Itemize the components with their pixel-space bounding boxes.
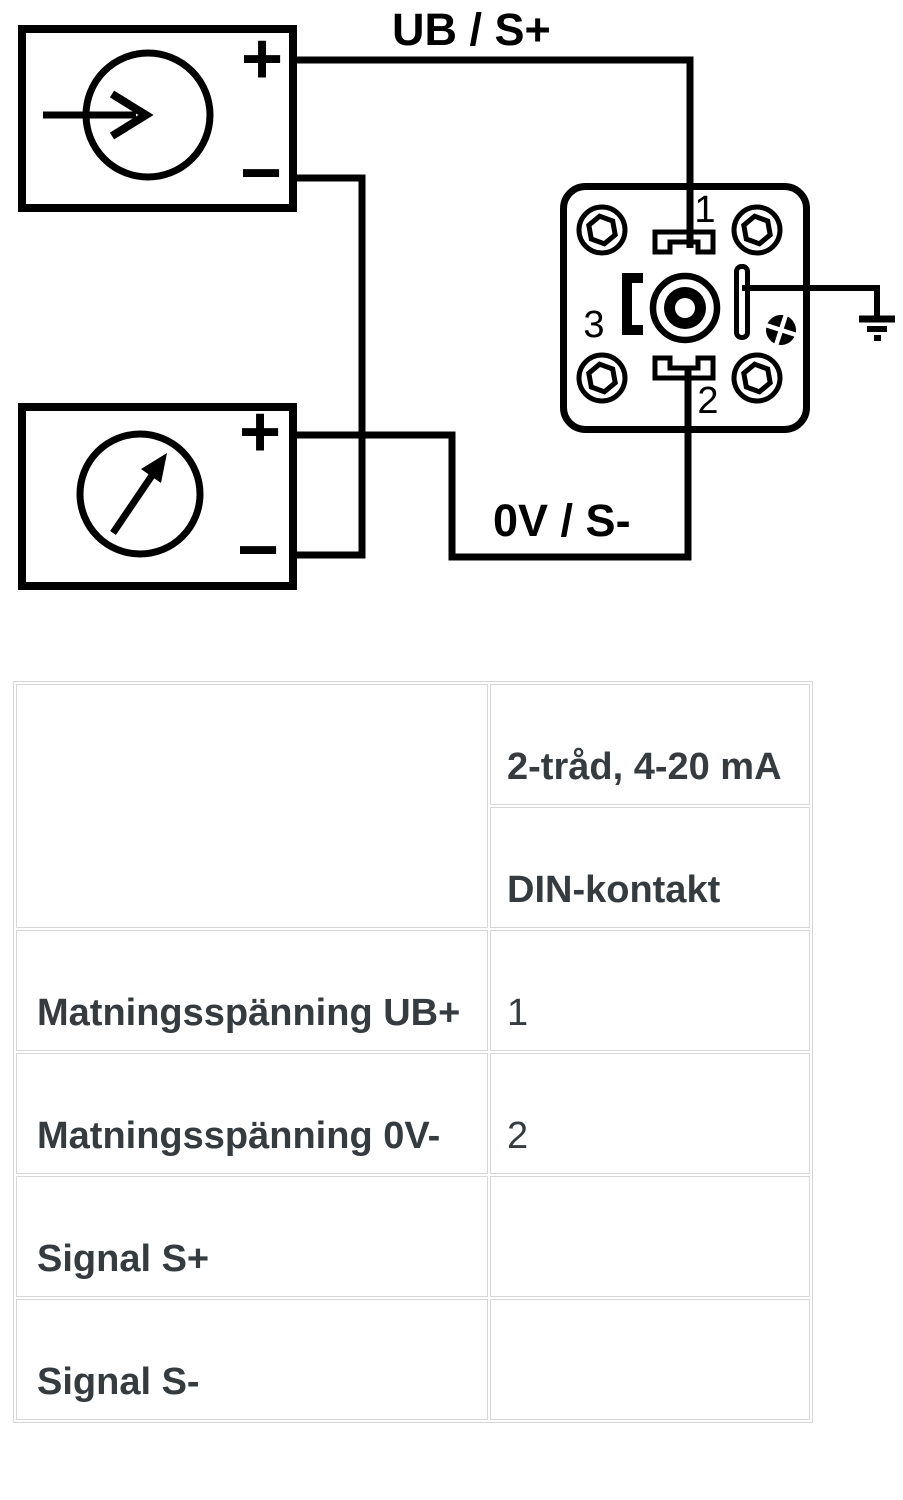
pin2-contact [652,355,716,381]
source-minus-terminal: − [240,133,282,213]
meter-needle-shaft [110,472,156,535]
label-0v-sminus: 0V / S- [493,495,631,546]
screw-socket-top-right [731,204,783,256]
source-plus-terminal: + [241,19,283,99]
header-connector-type: DIN-kontakt [490,807,810,928]
wiring-diagram: + − + − [18,4,895,590]
meter-circle [76,430,204,558]
row-label-signal-splus: Signal S+ [16,1176,488,1297]
din-connector [560,183,810,433]
table-row: Matningsspänning UB+ 1 [16,930,810,1051]
table-row: Signal S- [16,1299,810,1420]
wire-earth [742,285,880,317]
meter-minus-terminal: − [237,510,279,590]
row-value-signal-sminus [490,1299,810,1420]
pinout-table: 2-tråd, 4-20 mA DIN-kontakt Matningsspän… [13,681,813,1423]
meter-needle-head [141,453,167,483]
row-label-matningsspanning-ub: Matningsspänning UB+ [16,930,488,1051]
current-source-symbol: + − [18,19,297,213]
wire-0v-sminus [295,366,692,561]
pe-symbol [764,313,798,347]
screw-socket-bottom-left [576,352,628,404]
ground-symbol [859,315,895,341]
row-label-signal-sminus: Signal S- [16,1299,488,1420]
wire-ub-splus [297,56,694,248]
pin2-number: 2 [697,380,718,422]
table-header-row-2: DIN-kontakt [16,807,810,928]
header-spacer-cell [16,684,488,928]
label-ub-splus: UB / S+ [392,4,551,55]
current-source-arrow-head [109,90,154,140]
row-value-matningsspanning-ub: 1 [490,930,810,1051]
header-signal-type: 2-tråd, 4-20 mA [490,684,810,805]
earth-contact-bar [734,264,750,340]
screw-socket-top-left [576,204,628,256]
screw-socket-bottom-right [731,352,783,404]
table-header-row-1: 2-tråd, 4-20 mA [16,684,810,928]
row-value-signal-splus [490,1176,810,1297]
pin3-number: 3 [583,304,604,346]
pin3-contact [622,273,643,335]
meter-plus-terminal: + [239,392,281,472]
pin1-contact [652,229,716,255]
wires [295,56,880,561]
row-value-matningsspanning-0v: 2 [490,1053,810,1174]
table-row: Signal S+ [16,1176,810,1297]
meter-symbol: + − [18,392,297,590]
table-row: Matningsspänning 0V- 2 [16,1053,810,1174]
row-label-matningsspanning-0v: Matningsspänning 0V- [16,1053,488,1174]
wire-source-minus [295,174,366,559]
pin1-number: 1 [694,189,715,231]
center-gland [649,272,721,344]
